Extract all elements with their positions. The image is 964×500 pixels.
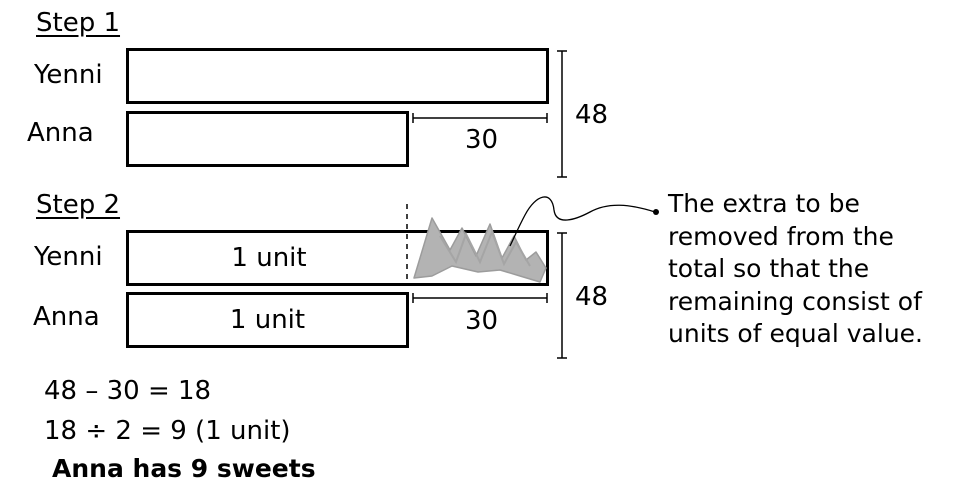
note-line: units of equal value. bbox=[668, 319, 923, 348]
step1-yenni-label: Yenni bbox=[34, 60, 103, 90]
working-line-1: 48 – 30 = 18 bbox=[44, 376, 212, 406]
step1-difference-label: 30 bbox=[465, 125, 499, 155]
step2-difference-label: 30 bbox=[465, 306, 499, 336]
step1-anna-label: Anna bbox=[27, 118, 94, 148]
step2-anna-bar: 1 unit bbox=[126, 292, 409, 348]
step2-yenni-unit-label: 1 unit bbox=[231, 243, 307, 273]
note-line: removed from the bbox=[668, 221, 894, 251]
cross-out-scribble bbox=[413, 217, 547, 283]
step2-anna-label: Anna bbox=[33, 302, 100, 332]
extra-removal-note: The extra to be removed from the total s… bbox=[668, 188, 923, 351]
step2-title: Step 2 bbox=[36, 190, 121, 220]
step2-yenni-label: Yenni bbox=[34, 242, 103, 272]
step1-anna-bar bbox=[126, 111, 409, 167]
step2-total-bracket bbox=[557, 232, 567, 359]
step1-total-bracket bbox=[557, 50, 567, 178]
step2-yenni-bar: 1 unit bbox=[126, 230, 549, 286]
step2-yenni-unit-section: 1 unit bbox=[129, 233, 409, 283]
step2-total-label: 48 bbox=[575, 282, 609, 312]
answer-text: Anna has 9 sweets bbox=[52, 454, 316, 483]
note-line: The extra to be bbox=[668, 189, 860, 218]
note-pointer-dot bbox=[653, 209, 659, 215]
step1-title: Step 1 bbox=[36, 8, 121, 38]
step2-difference-bracket bbox=[412, 293, 548, 303]
working-line-2: 18 ÷ 2 = 9 (1 unit) bbox=[44, 416, 291, 446]
note-line: total so that the bbox=[668, 254, 870, 283]
note-pointer-line bbox=[509, 196, 656, 247]
step2-anna-unit-label: 1 unit bbox=[229, 305, 306, 335]
note-line: remaining consist of bbox=[668, 286, 922, 316]
step1-total-label: 48 bbox=[575, 100, 609, 130]
step1-yenni-bar bbox=[126, 48, 549, 104]
step1-difference-bracket bbox=[412, 113, 548, 123]
